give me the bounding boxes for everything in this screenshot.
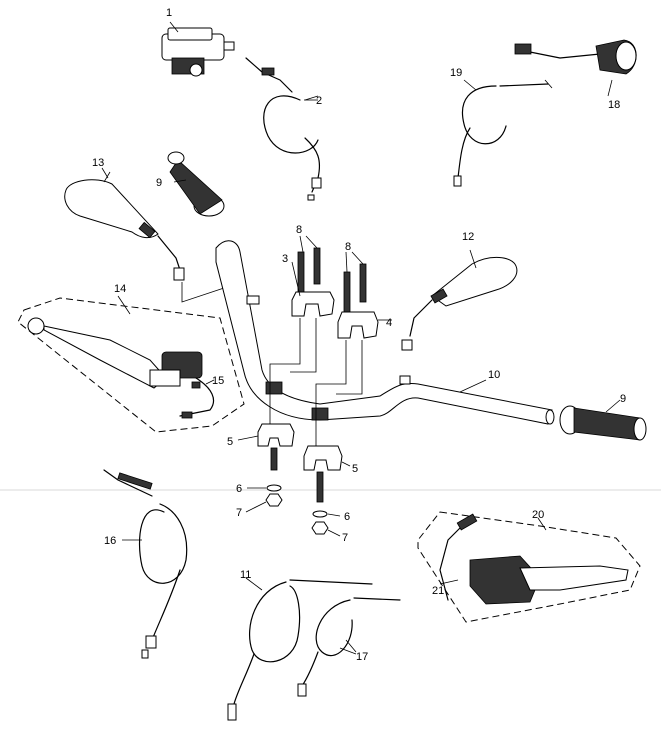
- label-4: 4: [386, 317, 392, 329]
- part-brake-master-cylinder: [161, 21, 235, 77]
- alignment-lines: [269, 318, 363, 446]
- label-10: 10: [488, 369, 500, 381]
- label-6b: 6: [344, 511, 350, 523]
- part-switch-panel: [417, 511, 641, 623]
- part-throttle-housing: [514, 39, 637, 75]
- label-5a: 5: [227, 436, 233, 448]
- label-1: 1: [166, 7, 172, 19]
- part-switch-wire: [179, 377, 215, 419]
- part-throttle-cable: [453, 79, 553, 187]
- label-8b: 8: [345, 241, 351, 253]
- leader-lines: [101, 79, 613, 653]
- label-11: 11: [240, 569, 251, 581]
- part-mirror-left: [64, 171, 185, 281]
- label-3: 3: [282, 253, 288, 265]
- label-14: 14: [114, 283, 126, 295]
- part-washers-nuts: [245, 447, 341, 537]
- label-8a: 8: [296, 224, 302, 236]
- part-cable-11: [227, 577, 373, 721]
- part-grip-right: [559, 399, 647, 441]
- part-clutch-cable: [103, 469, 188, 659]
- label-18: 18: [608, 99, 620, 111]
- part-cable-17: [297, 597, 401, 697]
- label-13: 13: [92, 157, 104, 169]
- part-lower-clamps: [237, 423, 351, 471]
- label-9b: 9: [620, 393, 626, 405]
- part-grip-left: [167, 151, 225, 217]
- label-2: 2: [316, 95, 322, 107]
- label-21: 21: [432, 585, 444, 597]
- leader-mirror-left: [181, 282, 225, 303]
- label-6a: 6: [236, 483, 242, 495]
- label-17: 17: [356, 651, 368, 663]
- label-20: 20: [532, 509, 544, 521]
- part-upper-clamps: [291, 261, 392, 339]
- label-9a: 9: [156, 177, 162, 189]
- label-12: 12: [462, 231, 474, 243]
- label-5b: 5: [352, 463, 358, 475]
- label-19: 19: [450, 67, 462, 79]
- label-7b: 7: [342, 532, 348, 544]
- part-clutch-lever-panel: [17, 297, 245, 433]
- part-brake-hose: [245, 57, 322, 201]
- part-mirror-right: [401, 257, 518, 351]
- label-16: 16: [104, 535, 116, 547]
- label-7a: 7: [236, 507, 242, 519]
- label-15: 15: [212, 375, 224, 387]
